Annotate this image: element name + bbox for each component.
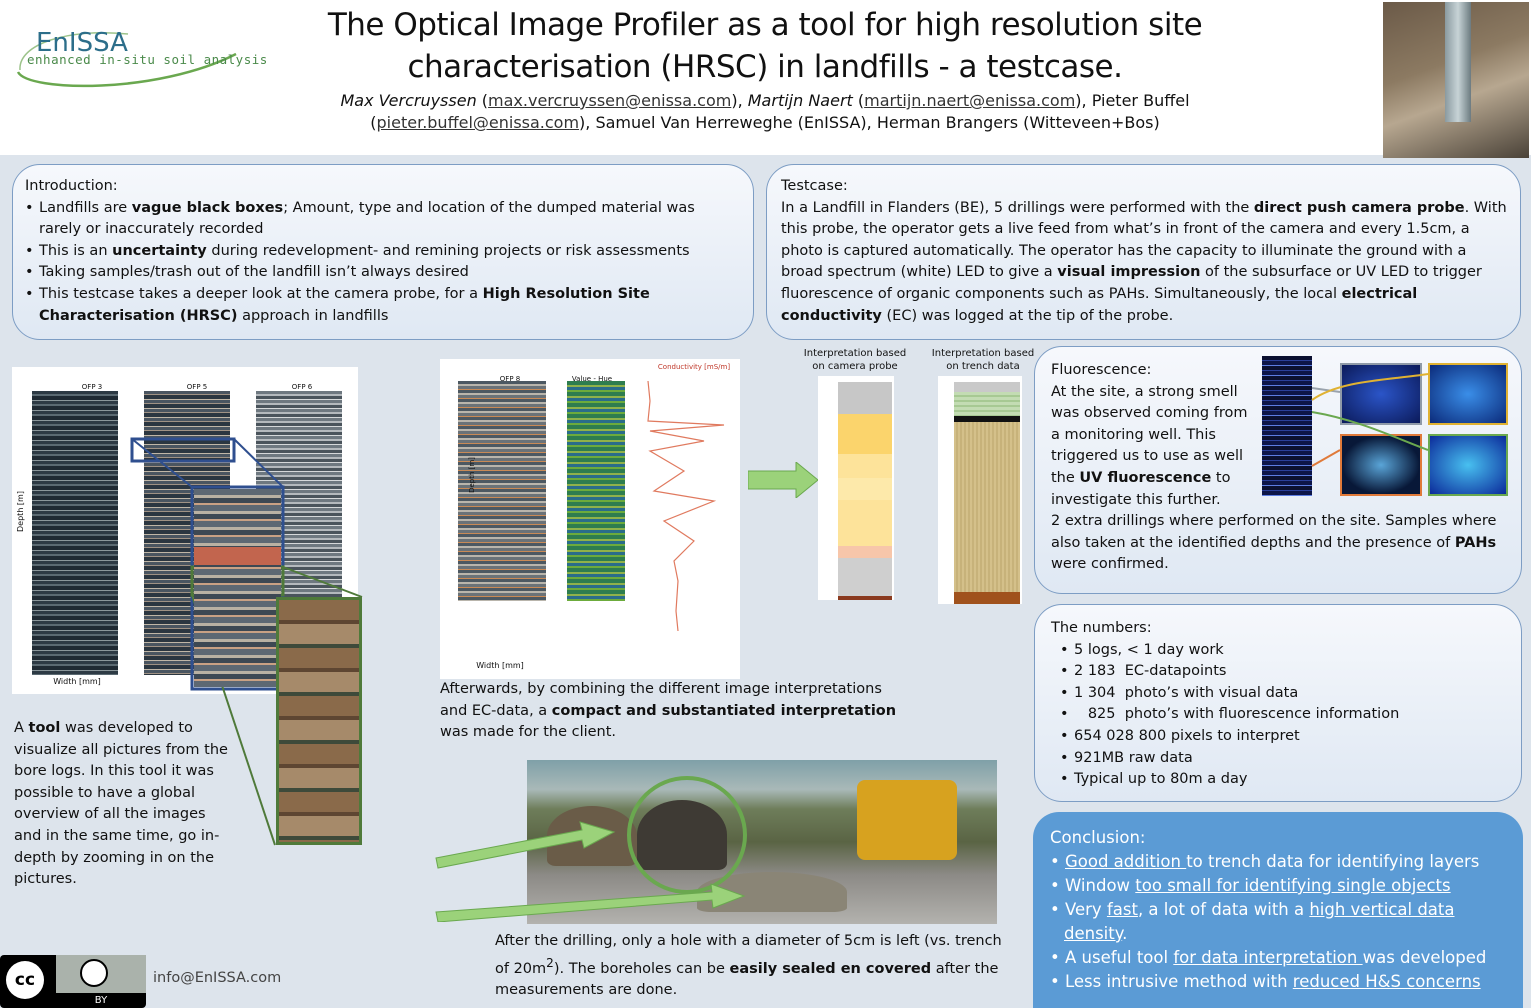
email-link[interactable]: martijn.naert@enissa.com — [864, 91, 1076, 110]
uv-photo-2 — [1428, 363, 1508, 425]
trench-interp-caption: Interpretation based on trench data — [931, 348, 1035, 372]
enissa-logo — [16, 32, 237, 88]
cc-icon: cc — [6, 961, 44, 999]
zoom-level-1-image — [194, 489, 281, 687]
conclusion-box: Conclusion: • Good addition to trench da… — [1033, 812, 1523, 1008]
uv-log-strip — [1262, 356, 1312, 496]
numbers-item: 5 logs, < 1 day work — [1060, 640, 1511, 662]
arrow-right — [748, 462, 819, 498]
uv-photo-3 — [1340, 434, 1422, 496]
poster-title: The Optical Image Profiler as a tool for… — [327, 7, 1203, 85]
author-line: Max Vercruyssen (max.vercruyssen@enissa.… — [340, 91, 1190, 132]
ofp8-figure: OFP 8 Value - Hue Conductivity [mS/m] De… — [440, 359, 740, 679]
fluorescence-text-2: 2 extra drillings where performed on the… — [1051, 513, 1497, 573]
numbers-item: 825 photo’s with fluorescence informatio… — [1060, 704, 1511, 726]
logo-tagline: enhanced in-situ soil analysis — [27, 52, 268, 67]
testcase-box — [766, 164, 1521, 340]
logo-brand: EnISSA — [36, 28, 128, 58]
introduction-text: Introduction: Landfills are vague black … — [25, 176, 741, 327]
numbers-text: The numbers: 5 logs, < 1 day work 2 183 … — [1051, 618, 1511, 791]
uv-connector-lines — [1311, 373, 1429, 467]
email-link[interactable]: max.vercruyssen@enissa.com — [488, 91, 732, 110]
numbers-item: 1 304 photo’s with visual data — [1060, 683, 1511, 705]
camera-interp-column — [818, 376, 894, 600]
cc-license-badge: cc BY — [0, 955, 146, 1008]
probe-photo — [1383, 2, 1529, 158]
numbers-item: Typical up to 80m a day — [1060, 769, 1511, 791]
zoom-level-2-image — [276, 597, 362, 845]
email-link[interactable]: pieter.buffel@enissa.com — [376, 113, 580, 132]
site-photo-arrows — [435, 821, 746, 922]
attribution-icon — [80, 959, 108, 987]
numbers-item: 2 183 EC-datapoints — [1060, 661, 1511, 683]
uv-photo-4 — [1428, 434, 1508, 496]
header-band — [0, 0, 1531, 155]
trench-interp-column — [938, 376, 1022, 604]
site-photo — [527, 760, 997, 924]
numbers-item: 654 028 800 pixels to interpret — [1060, 726, 1511, 748]
tool-description: A tool was developed to visualize all pi… — [14, 720, 228, 888]
afterwards-text: Afterwards, by combining the different i… — [440, 681, 897, 741]
footer-email[interactable]: info@EnISSA.com — [153, 970, 282, 986]
drilling-text: After the drilling, only a hole with a d… — [495, 933, 1002, 999]
conclusion-text: Conclusion: • Good addition to trench da… — [1050, 828, 1487, 991]
testcase-text: Testcase: In a Landfill in Flanders (BE)… — [781, 178, 1507, 324]
fluorescence-text: Fluorescence: At the site, a strong smel… — [1051, 362, 1248, 508]
uv-photo-1 — [1340, 363, 1422, 425]
camera-interp-caption: Interpretation based on camera probe — [803, 348, 907, 372]
numbers-item: 921MB raw data — [1060, 748, 1511, 770]
